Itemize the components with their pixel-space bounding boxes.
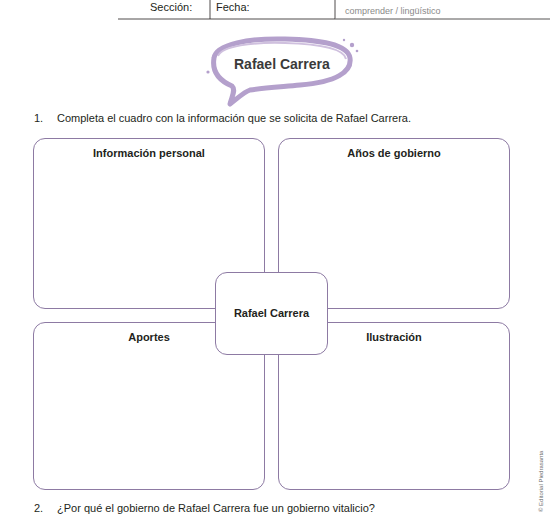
box-heading: Rafael Carrera (234, 307, 309, 320)
item-number: 1. (34, 112, 43, 125)
item-number: 2. (34, 502, 43, 515)
copyright: © Editorial Piedrasanta (538, 451, 545, 512)
question: ¿Por qué el gobierno de Rafael Carrera f… (57, 502, 375, 515)
worksheet-title: Rafael Carrera (234, 56, 330, 72)
box-heading: Años de gobierno (287, 147, 501, 160)
center-box: Rafael Carrera (215, 272, 328, 355)
instruction: Completa el cuadro con la información qu… (57, 112, 411, 125)
skill-note: comprender / lingüístico (345, 6, 441, 17)
header-table (118, 0, 550, 19)
title-bubble (206, 39, 358, 104)
form-field: Sección: (150, 1, 192, 14)
box-heading: Información personal (42, 147, 256, 160)
form-field: Fecha: (216, 1, 250, 14)
